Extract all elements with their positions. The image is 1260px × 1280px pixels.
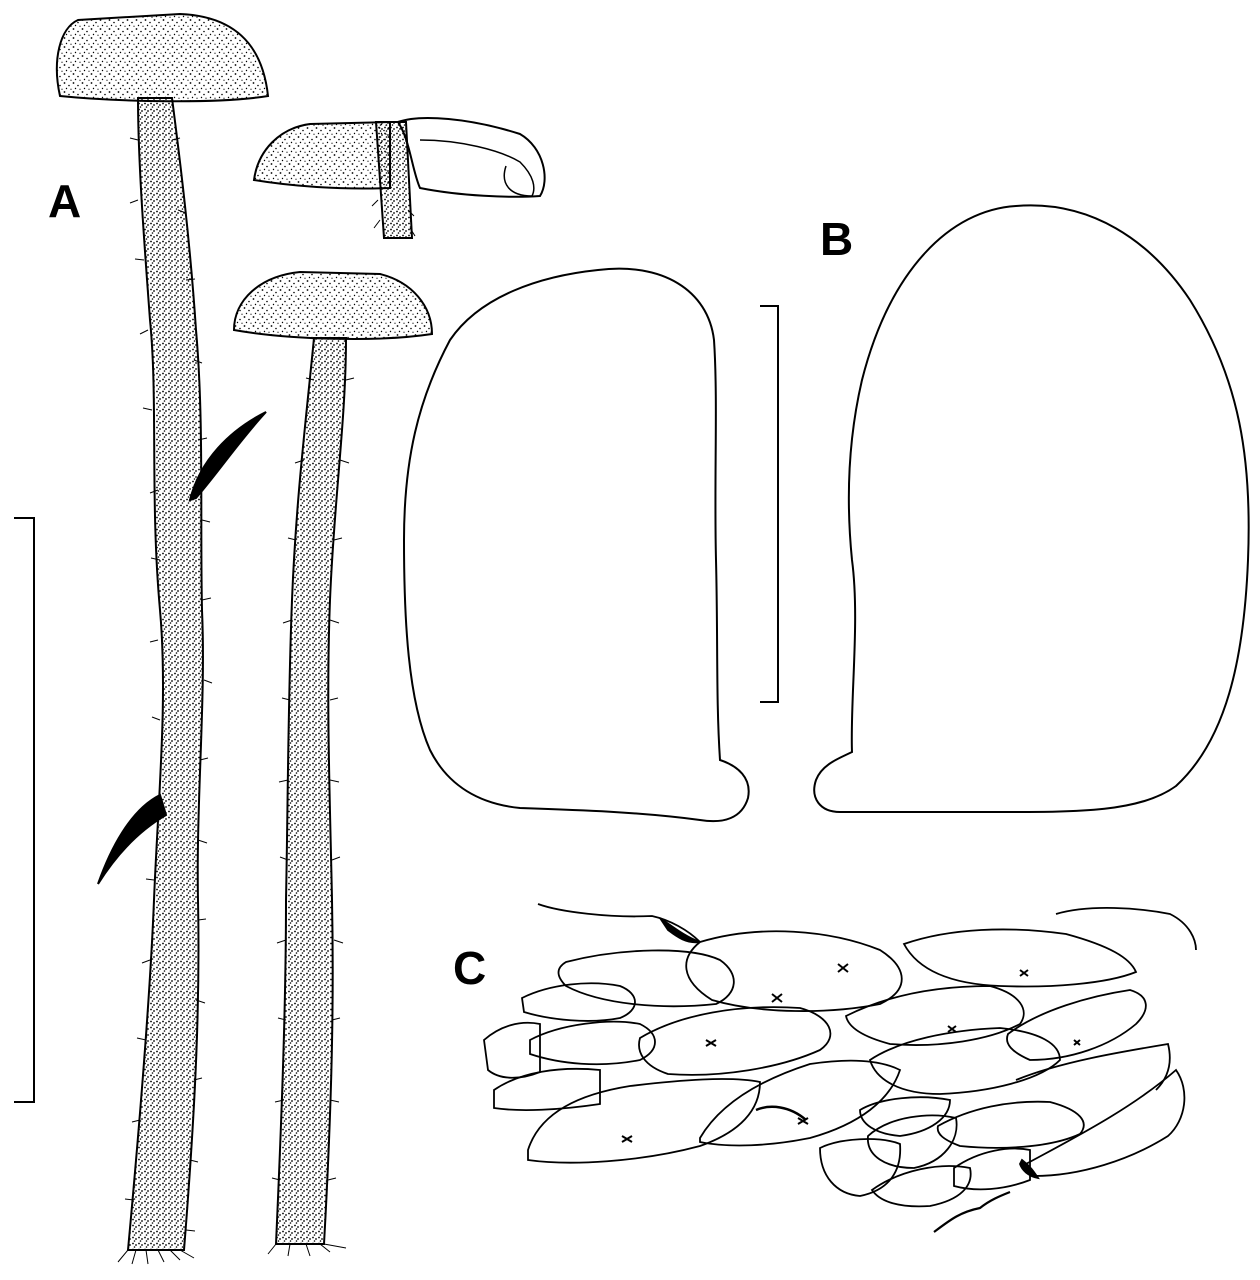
leaf-c-13: [699, 1059, 902, 1147]
leaf-c-18: [870, 1165, 972, 1208]
middle-perianth-inner: [419, 139, 535, 197]
middle-fragment-spines: [371, 199, 416, 237]
leaf-c-17: [819, 1138, 902, 1197]
leaf-c-5: [521, 982, 636, 1022]
panel-label-c: C: [453, 942, 487, 994]
upper-branch-leaf: [188, 411, 267, 502]
leaf-c-10: [483, 1021, 541, 1079]
left-stalk-spines: [124, 137, 213, 1232]
stem-tip-hair-tuft: [659, 917, 701, 944]
lower-hair: [933, 1190, 1011, 1233]
leaf-c-6: [529, 1020, 656, 1066]
leaf-c-22: [953, 1147, 1031, 1191]
leaf-left: [402, 267, 750, 823]
left-capitulum: [55, 12, 270, 103]
scale-bar-a: [14, 517, 35, 1103]
leaf-c-2: [557, 949, 735, 1008]
leaf-c-7: [638, 1006, 832, 1076]
stem-tip-hair: [537, 903, 701, 943]
leaf-c-19: [936, 1100, 1085, 1149]
middle-stalk-fragment: [374, 121, 414, 239]
tuft-hair: [755, 1105, 807, 1121]
leaf-c-1: [685, 930, 903, 1012]
leaf-c-16: [867, 1114, 958, 1169]
leaf-c-4: [1055, 907, 1197, 951]
panel-label-a: A: [48, 175, 82, 227]
lower-branch-leaf: [97, 793, 168, 885]
leaf-c-11: [493, 1067, 601, 1111]
leaf-right: [813, 204, 1250, 814]
lower-hair-tuft: [1019, 1158, 1040, 1180]
leaf-c-15: [859, 1096, 951, 1137]
right-stalk-spines: [271, 377, 355, 1181]
panel-b-drawing: [402, 204, 1250, 823]
leaf-c-8: [844, 985, 1025, 1046]
leaf-c-21: [1024, 1068, 1186, 1177]
leaf-c-9: [1006, 989, 1147, 1061]
panel-c-drawing: [483, 903, 1197, 1233]
right-rhizoids: [267, 1243, 347, 1257]
leaf-c-14: [868, 1027, 1061, 1095]
right-capitulum: [232, 270, 434, 340]
leaf-c-12: [527, 1078, 761, 1164]
panel-label-b: B: [820, 213, 854, 265]
left-stalk: [126, 97, 204, 1251]
leaf-c-3: [902, 928, 1138, 988]
right-stalk: [274, 337, 348, 1245]
scale-bar-b: [760, 305, 779, 703]
panel-a-drawing: [14, 12, 546, 1265]
middle-capitulum: [252, 120, 391, 190]
middle-perianth: [396, 117, 546, 198]
leaf-c-20: [1015, 1042, 1171, 1091]
oil-body-marks: [621, 963, 1081, 1143]
left-rhizoids: [117, 1249, 195, 1265]
